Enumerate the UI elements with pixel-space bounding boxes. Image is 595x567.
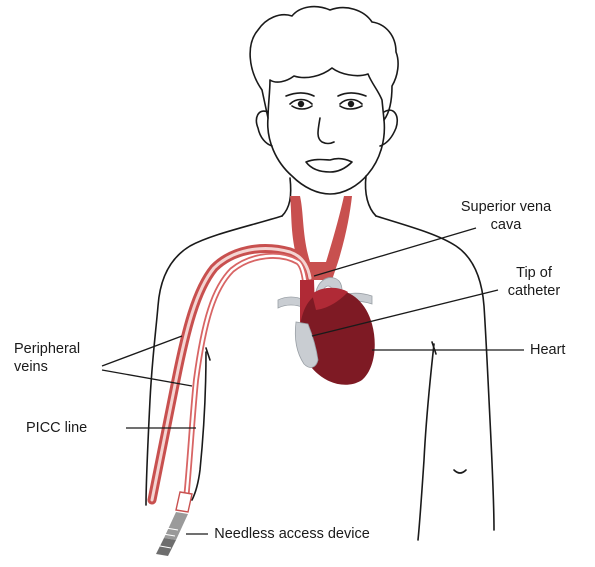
label-needleless-access-device: Needless access device bbox=[212, 525, 372, 543]
right-inner-arm bbox=[418, 344, 434, 540]
device-body bbox=[164, 512, 188, 540]
leader-peripheral-upper bbox=[102, 336, 182, 366]
peripheral-vein-inner bbox=[152, 249, 310, 500]
device-connector bbox=[176, 492, 192, 512]
label-tip-of-catheter: Tip of catheter bbox=[494, 264, 574, 300]
neck-left bbox=[282, 178, 291, 216]
right-eyebrow bbox=[338, 93, 366, 96]
mouth bbox=[306, 159, 352, 172]
label-peripheral-veins: Peripheral veins bbox=[14, 340, 104, 376]
navel bbox=[454, 470, 466, 473]
head-outline bbox=[250, 7, 398, 120]
needleless-device bbox=[156, 492, 192, 556]
right-pupil bbox=[349, 102, 354, 107]
label-picc-line: PICC line bbox=[26, 419, 87, 437]
left-pupil bbox=[299, 102, 304, 107]
left-eyebrow bbox=[286, 93, 314, 96]
right-jugular bbox=[326, 196, 352, 262]
nose bbox=[318, 118, 334, 144]
label-superior-vena-cava: Superior vena cava bbox=[446, 198, 566, 234]
label-heart: Heart bbox=[530, 341, 565, 359]
right-shoulder-arm bbox=[376, 216, 494, 530]
neck-right bbox=[365, 176, 376, 216]
face-outline bbox=[268, 118, 385, 194]
